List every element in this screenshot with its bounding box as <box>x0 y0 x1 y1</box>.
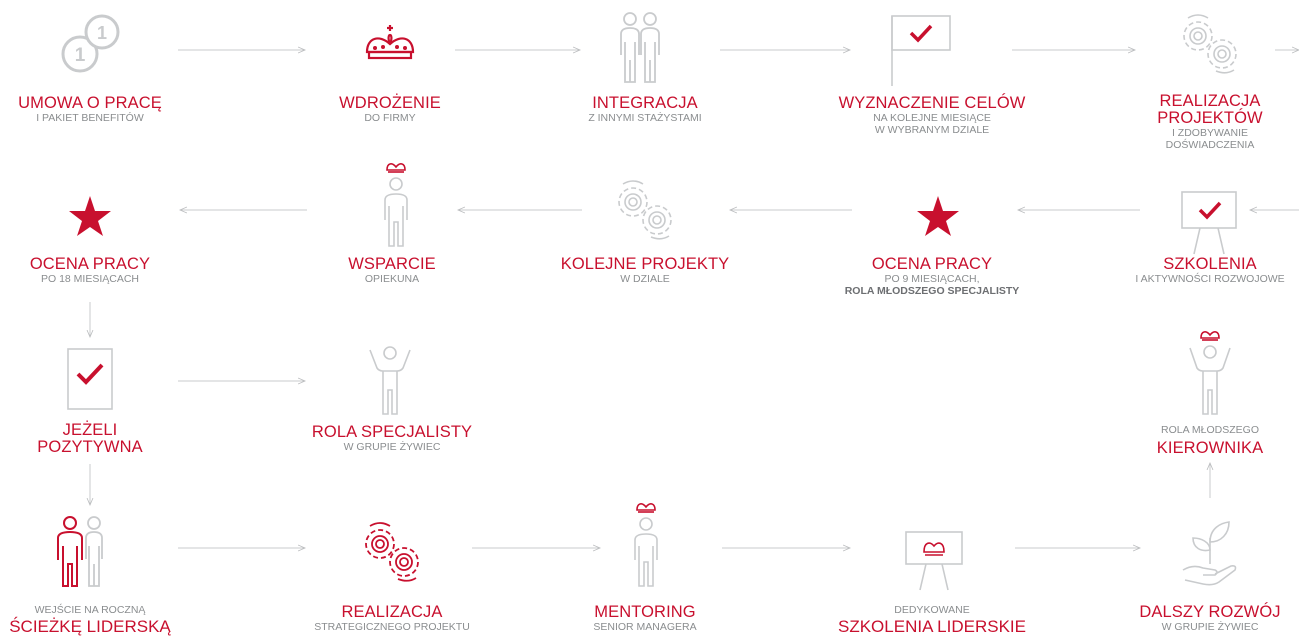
step-mentoring: MENTORING SENIOR MANAGERA <box>525 603 765 634</box>
step-title: KIEROWNIKA <box>1156 439 1264 457</box>
step-subtitle: W GRUPIE ŻYWIEC <box>343 441 441 453</box>
step-umowa: UMOWA O PRACĘ I PAKIET BENEFITÓW <box>0 94 210 125</box>
step-realizacja-strategiczna: REALIZACJA STRATEGICZNEGO PROJEKTU <box>272 603 512 634</box>
step-jezeli-pozytywna: JEŻELI POZYTYWNA <box>0 422 210 456</box>
gears-red-icon <box>365 522 419 582</box>
document-check-icon <box>67 348 113 410</box>
step-title: SZKOLENIA <box>1163 255 1257 273</box>
step-subtitle: DO FIRMY <box>364 112 416 124</box>
step-title: SZKOLENIA LIDERSKIE <box>837 617 1026 636</box>
step-pretitle: DEDYKOWANE <box>894 604 970 616</box>
step-title: REALIZACJA <box>1159 92 1261 110</box>
plant-hand-icon <box>1182 521 1237 586</box>
step-subtitle: PO 9 MIESIĄCACH, <box>884 273 980 285</box>
board-crown-icon <box>905 531 963 591</box>
step-subtitle: W GRUPIE ŻYWIEC <box>1161 621 1259 633</box>
step-title: WDROŻENIE <box>339 94 441 112</box>
gears-icon <box>1183 14 1237 74</box>
step-ocena-18: OCENA PRACY PO 18 MIESIĄCACH <box>0 255 210 286</box>
step-title: POZYTYWNA <box>37 438 143 456</box>
step-subtitle: PO 18 MIESIĄCACH <box>40 273 140 285</box>
step-szkolenia: SZKOLENIA I AKTYWNOŚCI ROZWOJOWE <box>1090 255 1299 286</box>
person-arms-up-crown-icon <box>1189 331 1231 415</box>
person-arms-up-icon <box>369 346 411 415</box>
step-subtitle: SENIOR MANAGERA <box>593 621 697 633</box>
step-title: OCENA PRACY <box>29 255 151 273</box>
flag-check-icon <box>891 15 951 86</box>
step-kolejne-projekty: KOLEJNE PROJEKTY W DZIALE <box>525 255 765 286</box>
step-rola-kierownika: ROLA MŁODSZEGO KIEROWNIKA <box>1090 424 1299 457</box>
step-subtitle: I AKTYWNOŚCI ROZWOJOWE <box>1135 273 1285 285</box>
step-realizacja-projektow: REALIZACJA PROJEKTÓW I ZDOBYWANIE DOŚWIA… <box>1090 92 1299 152</box>
step-subtitle: W DZIALE <box>620 273 670 285</box>
step-subtitle: Z INNYMI STAŻYSTAMI <box>588 112 702 124</box>
step-highlight: ROLA MŁODSZEGO SPECJALISTY <box>844 285 1020 297</box>
crown-icon <box>365 25 415 60</box>
step-wdrozenie: WDROŻENIE DO FIRMY <box>270 94 510 125</box>
board-check-icon <box>1181 191 1237 255</box>
step-title: PROJEKTÓW <box>1157 109 1263 127</box>
step-pretitle: ROLA MŁODSZEGO <box>1160 424 1260 436</box>
step-subtitle: I ZDOBYWANIE <box>1171 127 1249 139</box>
step-integracja: INTEGRACJA Z INNYMI STAŻYSTAMI <box>525 94 765 125</box>
svg-text:1: 1 <box>97 23 107 43</box>
step-title: JEŻELI <box>62 421 118 439</box>
step-title: KOLEJNE PROJEKTY <box>560 255 730 273</box>
step-szkolenia-liderskie: DEDYKOWANE SZKOLENIA LIDERSKIE <box>812 604 1052 636</box>
step-title: ŚCIEŻKĘ LIDERSKĄ <box>9 617 171 636</box>
two-people-icon <box>620 12 660 83</box>
gears-icon <box>618 180 672 240</box>
step-title: MENTORING <box>594 603 696 621</box>
step-title: WSPARCIE <box>348 255 436 273</box>
step-subtitle: DOŚWIADCZENIA <box>1165 139 1255 151</box>
step-subtitle: W WYBRANYM DZIALE <box>874 124 990 136</box>
step-ocena-9: OCENA PRACY PO 9 MIESIĄCACH, ROLA MŁODSZ… <box>812 255 1052 298</box>
step-sciezka-liderska: WEJŚCIE NA ROCZNĄ ŚCIEŻKĘ LIDERSKĄ <box>0 604 210 636</box>
star-icon <box>69 196 111 236</box>
step-title: UMOWA O PRACĘ <box>18 94 162 112</box>
step-title: ROLA SPECJALISTY <box>311 423 473 441</box>
step-title: INTEGRACJA <box>592 94 698 112</box>
person-crown-icon <box>384 163 408 247</box>
person-crown-icon <box>634 503 658 587</box>
coin-stack-icon: 1 1 <box>61 14 120 73</box>
step-subtitle: NA KOLEJNE MIESIĄCE <box>873 112 991 124</box>
step-subtitle: I PAKIET BENEFITÓW <box>36 112 144 124</box>
svg-text:1: 1 <box>75 45 86 66</box>
step-title: DALSZY ROZWÓJ <box>1139 603 1281 621</box>
star-icon <box>917 196 959 236</box>
step-title: WYZNACZENIE CELÓW <box>838 94 1026 112</box>
step-cele: WYZNACZENIE CELÓW NA KOLEJNE MIESIĄCE W … <box>812 94 1052 137</box>
step-rola-specjalisty: ROLA SPECJALISTY W GRUPIE ŻYWIEC <box>272 423 512 454</box>
step-wsparcie: WSPARCIE OPIEKUNA <box>272 255 512 286</box>
step-title: OCENA PRACY <box>871 255 993 273</box>
step-subtitle: STRATEGICZNEGO PROJEKTU <box>314 621 470 633</box>
step-subtitle: OPIEKUNA <box>364 273 420 285</box>
step-title: REALIZACJA <box>341 603 443 621</box>
step-pretitle: WEJŚCIE NA ROCZNĄ <box>34 604 146 616</box>
two-people-icon <box>57 516 103 587</box>
step-dalszy-rozwoj: DALSZY ROZWÓJ W GRUPIE ŻYWIEC <box>1090 603 1299 634</box>
